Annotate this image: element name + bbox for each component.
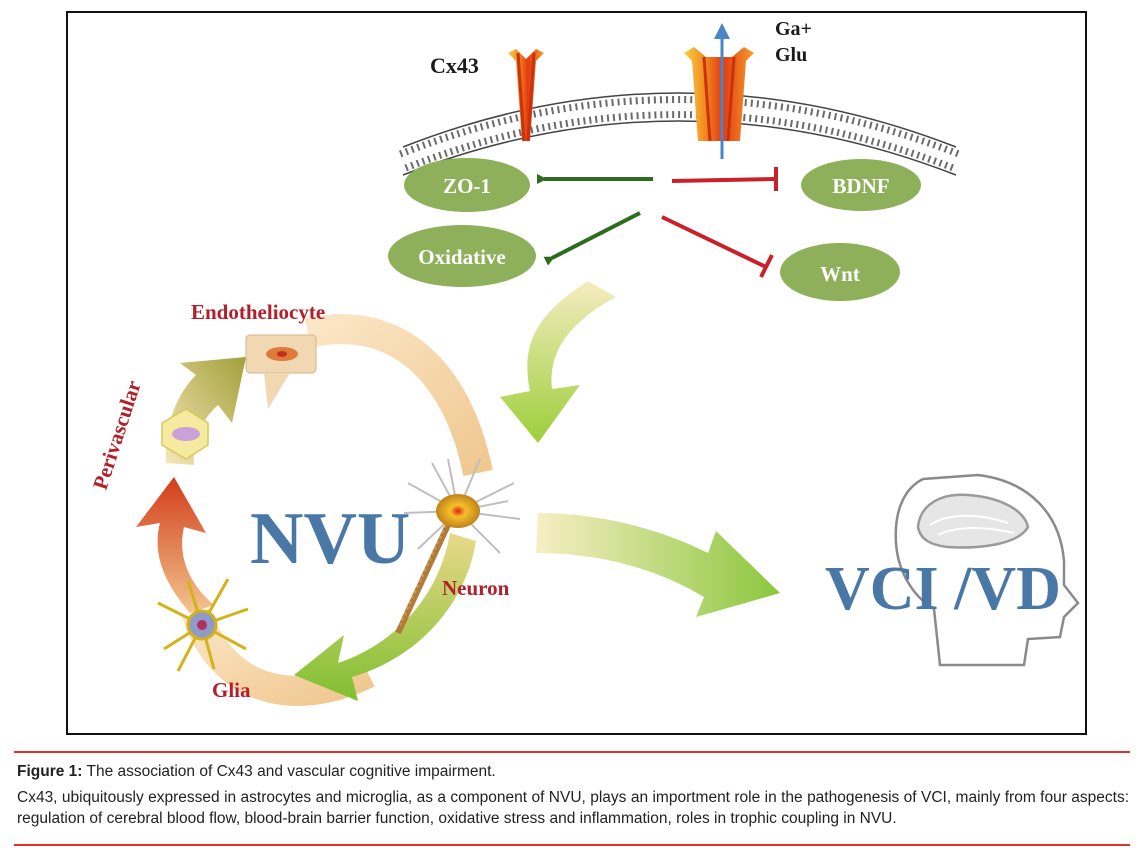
channel-icon [684, 47, 754, 142]
ga-label: Ga+ [775, 18, 812, 40]
figure-frame: Cx43 Ga+ Glu ZO-1 BDNF Oxidative Wnt [66, 11, 1087, 735]
figure-caption: Figure 1: The association of Cx43 and va… [17, 763, 1129, 829]
flow-arrow-neuron-to-glia [294, 533, 476, 701]
glia-label: Glia [212, 678, 251, 702]
endotheliocyte-label: Endotheliocyte [191, 300, 325, 324]
caption-bottom-rule [14, 844, 1130, 846]
inhibition-arrow-wnt [661, 215, 774, 278]
caption-description: Cx43, ubiquitously expressed in astrocyt… [17, 789, 1129, 827]
release-arrow [714, 23, 730, 159]
inhibition-arrow-bdnf [671, 167, 778, 191]
flow-arrow-pathway-to-nvu [500, 281, 616, 443]
node-bdnf: BDNF [801, 159, 921, 211]
activation-arrow-oxidative [543, 211, 641, 266]
glia-icon [157, 578, 249, 672]
caption-top-rule [14, 751, 1130, 753]
node-zo1: ZO-1 [404, 158, 530, 212]
flow-arrow-nvu-to-vci [536, 513, 780, 617]
caption-title-line: Figure 1: The association of Cx43 and va… [17, 763, 1129, 781]
cycle-arc-top [304, 314, 493, 477]
brain-head-icon [894, 473, 1080, 667]
pericyte-icon [161, 408, 209, 460]
perivascular-label: Perivascular [88, 378, 146, 493]
node-wnt: Wnt [780, 243, 900, 301]
channel-icon [508, 49, 544, 142]
diagram-canvas: Cx43 Ga+ Glu ZO-1 BDNF Oxidative Wnt [88, 18, 1080, 706]
nvu-label: NVU [250, 498, 410, 580]
cx43-label: Cx43 [430, 53, 479, 78]
outcome-label: VCI /VD [825, 555, 1061, 623]
flow-arrow-glia-to-perivascular [136, 477, 214, 613]
endothelial-cell-icon [245, 334, 317, 409]
node-zo1-label: ZO-1 [443, 174, 491, 198]
node-wnt-label: Wnt [820, 262, 860, 286]
glu-label: Glu [775, 44, 807, 66]
cell-membrane [398, 92, 960, 176]
neuron-icon [395, 458, 521, 635]
caption-title: The association of Cx43 and vascular cog… [86, 763, 496, 780]
node-bdnf-label: BDNF [832, 174, 889, 198]
node-oxidative: Oxidative [388, 225, 536, 287]
neuron-label: Neuron [442, 576, 510, 600]
node-oxidative-label: Oxidative [418, 245, 506, 269]
caption-label: Figure 1: [17, 763, 83, 780]
